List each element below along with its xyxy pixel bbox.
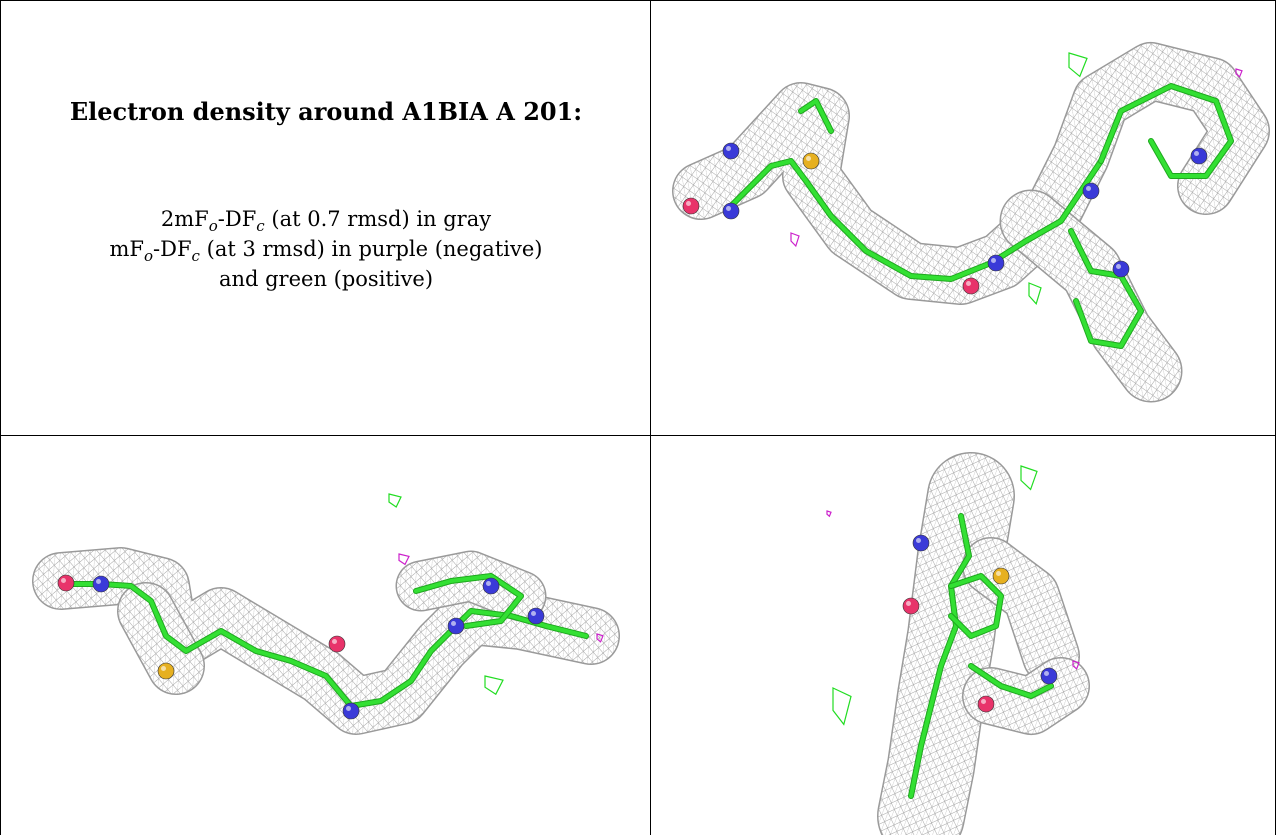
positive-density-blob	[1028, 282, 1042, 305]
nitrogen-atom-highlight	[1116, 264, 1121, 269]
carbon-thio-ring	[799, 99, 833, 133]
nitrogen-atom-highlight	[991, 258, 996, 263]
positive-density-blob	[832, 687, 852, 726]
nitrogen-atom-highlight	[486, 581, 491, 586]
nitrogen-atom-highlight	[451, 621, 456, 626]
density-mesh-ring	[1001, 191, 1181, 401]
legend-line-3: and green (positive)	[218, 267, 434, 291]
carbon-branch	[969, 664, 1053, 698]
negative-density-blob	[398, 553, 410, 566]
density-view-2	[1, 436, 650, 835]
nitrogen-atom-highlight	[1044, 671, 1049, 676]
oxygen-atom	[682, 197, 700, 215]
sulfur-atom-highlight	[996, 571, 1001, 576]
legend-1-prefix: 2mF	[160, 207, 209, 231]
oxygen-atom-highlight	[61, 578, 66, 583]
oxygen-atom-highlight	[906, 601, 911, 606]
legend-1-sub-o: o	[208, 217, 218, 235]
negative-density-blob	[596, 633, 604, 643]
nitrogen-atom-highlight	[916, 538, 921, 543]
legend-1-suffix: (at 0.7 rmsd) in gray	[264, 207, 492, 231]
positive-density-blob	[1020, 465, 1038, 491]
sulfur-atom	[992, 567, 1010, 585]
oxygen-atom	[328, 635, 346, 653]
positive-density-blob	[484, 675, 504, 696]
divider-top	[0, 0, 1276, 1]
nitrogen-atom-highlight	[346, 706, 351, 711]
density-mesh-lower	[963, 658, 1089, 734]
carbon-ring	[414, 574, 523, 628]
nitrogen-atom	[912, 534, 930, 552]
nitrogen-atom-highlight	[96, 579, 101, 584]
electron-density-view-icon	[32, 493, 620, 735]
sulfur-atom-highlight	[161, 666, 166, 671]
legend-1-sub-c: c	[256, 217, 265, 235]
caption-cell: Electron density around A1BIA A 201: 2mF…	[1, 1, 650, 435]
electron-density-view-icon	[672, 42, 1270, 403]
negative-density-blob	[826, 510, 832, 518]
negative-density-blob	[1235, 68, 1243, 78]
figure-title: Electron density around A1BIA A 201:	[69, 97, 583, 126]
density-view-3	[651, 436, 1275, 835]
nitrogen-atom	[987, 254, 1005, 272]
nitrogen-atom	[342, 702, 360, 720]
legend-text: 2mFo-DFc (at 0.7 rmsd) in gray mFo-DFc (…	[1, 204, 650, 294]
density-mesh-column	[878, 453, 1014, 835]
density-view-1	[651, 1, 1275, 435]
oxygen-atom-highlight	[981, 699, 986, 704]
nitrogen-atom	[722, 142, 740, 160]
nitrogen-atom	[722, 202, 740, 220]
nitrogen-atom	[1082, 182, 1100, 200]
legend-2-sub-c: c	[191, 247, 200, 265]
divider-center	[0, 435, 1276, 436]
oxygen-atom	[57, 574, 75, 592]
legend-2-mid: -DF	[153, 237, 192, 261]
sulfur-atom	[157, 662, 175, 680]
sulfur-atom	[802, 152, 820, 170]
nitrogen-atom	[1190, 147, 1208, 165]
divider-left	[0, 0, 1, 835]
legend-line-2: mFo-DFc (at 3 rmsd) in purple (negative)	[1, 234, 650, 264]
oxygen-atom	[962, 277, 980, 295]
legend-line-1: 2mFo-DFc (at 0.7 rmsd) in gray	[1, 204, 650, 234]
positive-density-blob	[388, 493, 402, 508]
nitrogen-atom-highlight	[531, 611, 536, 616]
oxygen-atom	[902, 597, 920, 615]
legend-2-prefix: mF	[109, 237, 144, 261]
legend-2-suffix: (at 3 rmsd) in purple (negative)	[199, 237, 543, 261]
density-mesh-thio	[118, 583, 204, 694]
nitrogen-atom	[1040, 667, 1058, 685]
oxygen-atom-highlight	[966, 281, 971, 286]
nitrogen-atom	[482, 577, 500, 595]
carbon-chain	[909, 514, 971, 798]
nitrogen-atom	[92, 575, 110, 593]
divider-middle	[650, 0, 651, 835]
nitrogen-atom	[1112, 260, 1130, 278]
carbon-chain	[729, 159, 1103, 281]
carbon-chain	[67, 582, 588, 708]
oxygen-atom	[977, 695, 995, 713]
positive-density-blob	[1068, 52, 1088, 78]
sulfur-atom-highlight	[806, 156, 811, 161]
negative-density-blob	[790, 232, 800, 248]
carbon-ring-1	[1099, 84, 1233, 178]
nitrogen-atom	[447, 617, 465, 635]
electron-density-view-icon	[826, 452, 1090, 835]
carbon-ring-2	[1069, 229, 1143, 348]
nitrogen-atom-highlight	[1086, 186, 1091, 191]
nitrogen-atom-highlight	[726, 146, 731, 151]
negative-density-blob	[1072, 660, 1080, 670]
legend-2-sub-o: o	[144, 247, 154, 265]
carbon-ring	[949, 574, 1003, 638]
oxygen-atom-highlight	[686, 201, 691, 206]
oxygen-atom-highlight	[332, 639, 337, 644]
nitrogen-atom	[527, 607, 545, 625]
legend-1-mid: -DF	[217, 207, 257, 231]
nitrogen-atom-highlight	[1194, 151, 1199, 156]
nitrogen-atom-highlight	[726, 206, 731, 211]
